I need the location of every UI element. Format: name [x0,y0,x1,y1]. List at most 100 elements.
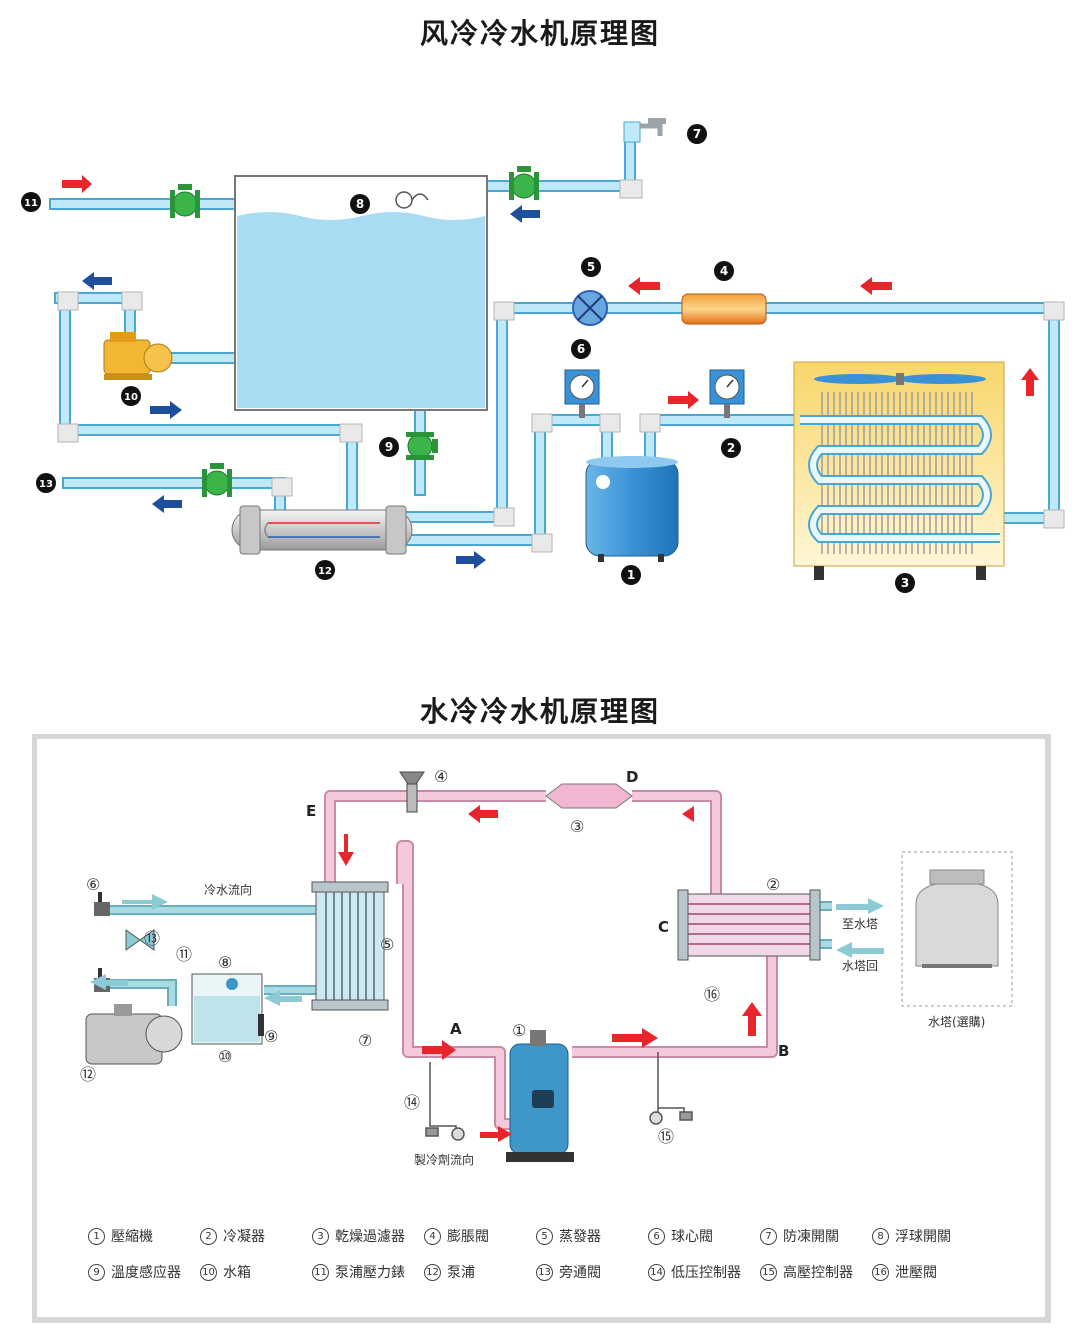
marker-5: 5 [581,257,601,277]
tower-return-label: 水塔回 [842,959,878,973]
svg-text:⑩: ⑩ [218,1047,232,1066]
svg-text:12: 12 [318,566,332,577]
air-cooled-title: 风冷冷水机原理图 [419,17,660,50]
svg-text:②: ② [766,875,780,894]
compressor-icon [585,456,679,562]
condenser-icon [677,889,821,961]
point-d: D [626,768,638,786]
svg-text:⑭: ⑭ [404,1093,420,1112]
tower-optional-label: 水塔(選購) [928,1015,985,1029]
inlet-valve-icon [170,184,200,218]
svg-text:8: 8 [356,197,364,211]
marker-4: 4 [714,261,734,281]
svg-text:5: 5 [587,260,595,274]
pressure-controls [425,1052,693,1141]
svg-text:3: 3 [901,576,909,590]
pump-icon [103,332,173,380]
point-a: A [450,1020,462,1038]
chilled-flow-label: 冷水流向 [204,882,252,897]
marker-7: 7 [687,124,707,144]
marker-2: 2 [721,438,741,458]
marker-3: 3 [895,573,915,593]
evaporator-icon [231,505,413,555]
condenser-icon [793,361,1005,580]
bypass-valve-icon [125,929,155,951]
refrigerant-flow-arrows [338,805,762,1142]
water-pipes [49,126,1065,553]
svg-text:⑤: ⑤ [380,935,394,954]
svg-text:⑧: ⑧ [218,953,232,972]
point-c: C [658,918,669,936]
refrigerant-flow-label: 製冷劑流向 [414,1152,474,1167]
blue-flow-arrows [82,205,540,569]
svg-text:⑫: ⑫ [80,1065,96,1084]
svg-text:⑮: ⑮ [658,1127,674,1146]
svg-text:③: ③ [570,817,584,836]
marker-1: 1 [621,565,641,585]
part-number-markers: 1 2 3 4 5 6 7 8 9 10 11 12 13 [21,124,915,593]
marker-9: 9 [379,437,399,457]
to-tower-label: 至水塔 [842,917,878,931]
svg-text:⑪: ⑪ [176,945,192,964]
svg-text:⑬: ⑬ [144,929,160,948]
faucet-icon [623,118,666,143]
expansion-valve-icon [572,290,608,326]
filter-drier-icon [681,293,767,325]
makeup-valve-icon [509,166,539,200]
svg-text:⑦: ⑦ [358,1031,372,1050]
marker-6: 6 [571,339,591,359]
marker-13: 13 [36,473,56,493]
svg-text:④: ④ [434,767,448,786]
water-cooled-diagram: A B C D E ① ② ③ ④ ⑤ ⑥ ⑦ ⑧ ⑨ ⑩ ⑪ ⑫ ⑬ ⑭ ⑮ … [32,734,1051,1323]
filter-drier-icon [545,783,633,809]
pressure-gauge-icon [709,369,745,418]
water-tank [234,175,488,411]
red-flow-arrows [62,175,1039,409]
svg-text:13: 13 [39,479,53,490]
compressor-icon [506,1030,574,1162]
pressure-gauge-icon [564,369,600,418]
svg-text:9: 9 [385,440,393,454]
outlet-valve-icon [202,463,232,497]
marker-10: 10 [121,386,141,406]
component-numbers: ① ② ③ ④ ⑤ ⑥ ⑦ ⑧ ⑨ ⑩ ⑪ ⑫ ⑬ ⑭ ⑮ ⑯ [80,767,780,1146]
drain-valve-icon [406,432,438,460]
svg-text:7: 7 [693,127,701,141]
marker-8: 8 [350,194,370,214]
water-cooled-title: 水冷冷水机原理图 [419,695,660,728]
svg-text:10: 10 [124,392,138,403]
point-b: B [778,1042,789,1060]
evaporator-icon [311,881,389,1011]
air-cooled-diagram: 1 2 3 4 5 6 7 8 9 10 11 12 13 [21,118,1065,593]
svg-text:4: 4 [720,264,728,278]
cooling-tower-icon [901,851,1013,1007]
pump-icon [85,1004,183,1065]
svg-text:6: 6 [577,342,585,356]
svg-text:11: 11 [24,198,38,209]
expansion-valve-icon [399,771,425,813]
svg-text:2: 2 [727,441,735,455]
marker-12: 12 [315,560,335,580]
svg-text:⑥: ⑥ [86,875,100,894]
svg-text:1: 1 [627,568,635,582]
chilled-water-pipes [110,901,832,1006]
svg-text:⑨: ⑨ [264,1027,278,1046]
svg-text:①: ① [512,1021,526,1040]
